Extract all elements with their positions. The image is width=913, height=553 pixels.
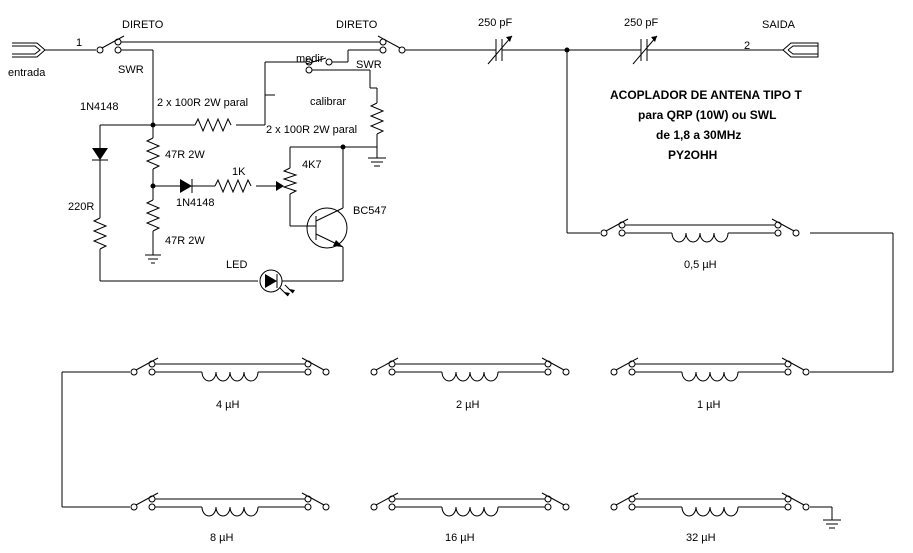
ground-output bbox=[810, 506, 841, 529]
diode-top bbox=[92, 124, 153, 218]
inductor-module-1uh bbox=[610, 357, 810, 382]
resistor-47r-pair bbox=[145, 125, 161, 264]
inductor-32uh-label: 32 µH bbox=[686, 532, 716, 544]
led-label: LED bbox=[226, 259, 247, 271]
diode-mid-1k bbox=[153, 178, 284, 194]
output-connector bbox=[782, 42, 819, 58]
resistor-100r-vertical bbox=[340, 102, 386, 167]
pot-label: 4K7 bbox=[302, 159, 322, 171]
right-swr-label: SWR bbox=[356, 59, 382, 71]
left-direto-label: DIRETO bbox=[122, 19, 164, 31]
capacitor-1-label: 250 pF bbox=[478, 17, 513, 29]
right-direto-label: DIRETO bbox=[336, 19, 378, 31]
input-connector bbox=[12, 42, 96, 58]
transistor-bc547 bbox=[282, 147, 348, 282]
capacitor-2-label: 250 pF bbox=[624, 17, 659, 29]
inductor-module-16uh bbox=[370, 492, 570, 517]
transistor-label: BC547 bbox=[353, 205, 387, 217]
resistor-220r-label: 220R bbox=[68, 201, 94, 213]
resistor-paral-top-label: 2 x 100R 2W paral bbox=[157, 97, 248, 109]
variable-capacitor-1 bbox=[487, 35, 641, 65]
calibrar-label: calibrar bbox=[310, 96, 346, 108]
inductor-module-4uh bbox=[130, 357, 330, 382]
inductor-16uh-label: 16 µH bbox=[445, 532, 475, 544]
inductor-4uh-label: 4 µH bbox=[216, 399, 240, 411]
output-label: SAIDA bbox=[762, 19, 796, 31]
medir-label: medir bbox=[296, 53, 324, 65]
title-line-3: de 1,8 a 30MHz bbox=[656, 128, 741, 142]
inductor-2uh-label: 2 µH bbox=[456, 399, 480, 411]
inductor-module-32uh bbox=[610, 492, 810, 517]
led bbox=[259, 269, 295, 297]
resistor-220r bbox=[92, 217, 258, 282]
resistor-100r-horizontal bbox=[150, 95, 266, 133]
input-label: entrada bbox=[8, 67, 46, 79]
left-direto-swr-switch bbox=[96, 35, 380, 125]
title-line-2: para QRP (10W) ou SWL bbox=[638, 108, 776, 122]
diode-top-label: 1N4148 bbox=[80, 101, 119, 113]
title-line-4: PY2OHH bbox=[668, 148, 717, 162]
inductor-0-5uh-label: 0,5 µH bbox=[684, 259, 717, 271]
output-pin-number: 2 bbox=[744, 40, 750, 52]
medir-calibrar-switch bbox=[264, 57, 378, 103]
inductor-module-8uh bbox=[130, 492, 330, 517]
resistor-47r-top-label: 47R 2W bbox=[165, 149, 205, 161]
inductor-8uh-label: 8 µH bbox=[210, 532, 234, 544]
potentiometer-4k7 bbox=[282, 146, 343, 227]
inductor-modules bbox=[130, 218, 810, 517]
inductor-module-2uh bbox=[370, 357, 570, 382]
resistor-1k-label: 1K bbox=[232, 166, 246, 178]
inductor-module-0-5uh bbox=[600, 218, 800, 243]
inductor-1uh-label: 1 µH bbox=[697, 399, 721, 411]
right-direto-swr-switch bbox=[332, 35, 488, 63]
left-swr-label: SWR bbox=[118, 64, 144, 76]
title-line-1: ACOPLADOR DE ANTENA TIPO T bbox=[610, 88, 802, 102]
resistor-paral-right-label: 2 x 100R 2W paral bbox=[266, 124, 357, 136]
variable-capacitor-2 bbox=[632, 35, 783, 65]
resistor-47r-bottom-label: 47R 2W bbox=[165, 235, 205, 247]
diode-mid-label: 1N4148 bbox=[176, 197, 215, 209]
input-pin-number: 1 bbox=[76, 37, 82, 49]
